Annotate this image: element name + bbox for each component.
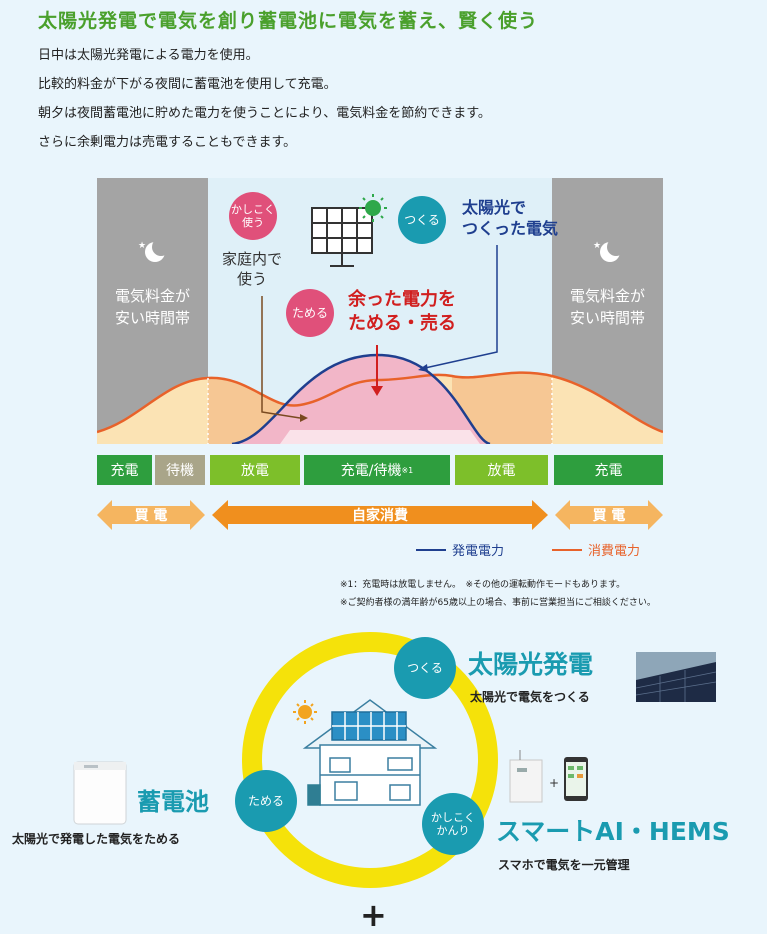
svg-text:+: + xyxy=(549,776,559,790)
home-use-line-2: 使う xyxy=(237,269,268,288)
buy-label-right: 買 電 xyxy=(592,508,626,524)
solar-farm-image xyxy=(635,652,717,702)
night-label-line-1: 電気料金が xyxy=(114,287,190,305)
note-mark: ※1 xyxy=(401,465,414,475)
badge-line-2: 使う xyxy=(242,216,264,229)
home-use-label: 家庭内で 使う xyxy=(222,250,282,289)
solar-section-title: 太陽光発電 xyxy=(468,650,594,679)
status-charge-night: 充電 xyxy=(97,455,152,485)
system-kashikoku-badge: かしこくかんり xyxy=(422,793,484,855)
status-charge-night-right: 充電 xyxy=(554,455,663,485)
kashikoku-line-1: かしこく xyxy=(431,810,475,824)
page-title: 太陽光発電で電気を創り蓄電池に電気を蓄え、賢く使う xyxy=(38,10,539,32)
note-2: ※ご契約者様の満年齢が65歳以上の場合、事前に営業担当にご相談ください。 xyxy=(340,598,656,608)
night-label-line-2: 安い時間帯 xyxy=(114,308,190,327)
night-label-line-2: 安い時間帯 xyxy=(569,308,645,327)
generation-legend-label: 発電電力 xyxy=(452,544,505,559)
battery-section-title: 蓄電池 xyxy=(137,788,209,816)
buy-arrow-right xyxy=(555,500,663,530)
consumption-legend-label: 消費電力 xyxy=(588,544,641,559)
surplus-label-line-1: 余った電力を xyxy=(348,289,456,310)
night-label-left: 電気料金が 安い時間帯 xyxy=(97,286,208,330)
intro-line-3: 朝夕は夜間蓄電池に貯めた電力を使うことにより、電気料金を節約できます。 xyxy=(38,106,491,121)
sun-icon xyxy=(359,194,387,222)
solar-label: 太陽光で つくった電気 xyxy=(462,198,558,240)
buy-arrow-left xyxy=(97,500,205,530)
note-1: ※1：充電時は放電しません。 ※その他の運転動作モードもあります。 xyxy=(340,580,626,590)
solar-panel-icon xyxy=(311,207,373,267)
svg-text:★: ★ xyxy=(593,241,601,251)
moon-icon: ★ xyxy=(138,238,170,262)
badge-line-1: かしこく xyxy=(231,202,275,216)
generation-legend-swatch xyxy=(416,548,446,551)
system-tameru-badge: ためる xyxy=(235,770,297,832)
tameru-badge: ためる xyxy=(286,289,334,337)
night-label-line-1: 電気料金が xyxy=(569,287,645,305)
cycle-ring xyxy=(242,632,498,888)
hems-section-sub: スマホで電気を一元管理 xyxy=(498,858,630,872)
moon-icon: ★ xyxy=(593,238,625,262)
svg-text:★: ★ xyxy=(138,241,146,251)
battery-section-sub: 太陽光で発電した電気をためる xyxy=(12,832,181,846)
plus-icon: + xyxy=(360,896,387,934)
discharge-area-evening xyxy=(452,372,552,444)
status-charge-standby-label: 充電/待機 xyxy=(340,463,402,479)
status-charge-standby: 充電/待機※1 xyxy=(304,455,450,485)
intro-line-2: 比較的料金が下がる夜間に蓄電池を使用して充電。 xyxy=(38,77,337,92)
system-tsukuru-badge: つくる xyxy=(394,637,456,699)
hems-section-title: スマートAI・HEMS xyxy=(496,817,730,846)
self-consumption-arrow xyxy=(212,500,548,530)
home-use-line-1: 家庭内で xyxy=(222,250,283,268)
buy-label-left: 買 電 xyxy=(134,508,168,524)
generation-area xyxy=(232,355,490,444)
intro-line-4: さらに余剰電力は売電することもできます。 xyxy=(38,135,297,150)
solar-label-line-1: 太陽光で xyxy=(462,198,527,217)
surplus-label: 余った電力を ためる・売る xyxy=(348,288,456,337)
solar-arrow xyxy=(424,245,498,369)
legend-consumption: 消費電力 xyxy=(552,540,640,559)
consumption-legend-swatch xyxy=(552,548,582,551)
kashikoku-line-2: かんり xyxy=(436,824,470,837)
legend-generation: 発電電力 xyxy=(416,540,504,559)
intro-line-1: 日中は太陽光発電による電力を使用。 xyxy=(38,48,259,63)
solar-section-sub: 太陽光で電気をつくる xyxy=(470,690,590,704)
stored-band xyxy=(280,430,480,444)
surplus-label-line-2: ためる・売る xyxy=(348,313,456,335)
self-consumption-label: 自家消費 xyxy=(352,508,408,524)
status-standby: 待機 xyxy=(155,455,205,485)
tsukuru-badge: つくる xyxy=(398,196,446,244)
solar-label-line-2: つくった電気 xyxy=(462,218,559,238)
sun-icon xyxy=(293,700,317,724)
house-icon xyxy=(302,699,438,806)
status-discharge-morning: 放電 xyxy=(210,455,300,485)
hems-devices-image: + xyxy=(509,750,588,803)
home-use-arrow xyxy=(261,296,301,419)
kashikoku-badge: かしこく使う xyxy=(229,192,277,240)
status-discharge-evening: 放電 xyxy=(455,455,548,485)
battery-unit-image xyxy=(73,761,127,825)
night-label-right: 電気料金が 安い時間帯 xyxy=(552,286,663,330)
